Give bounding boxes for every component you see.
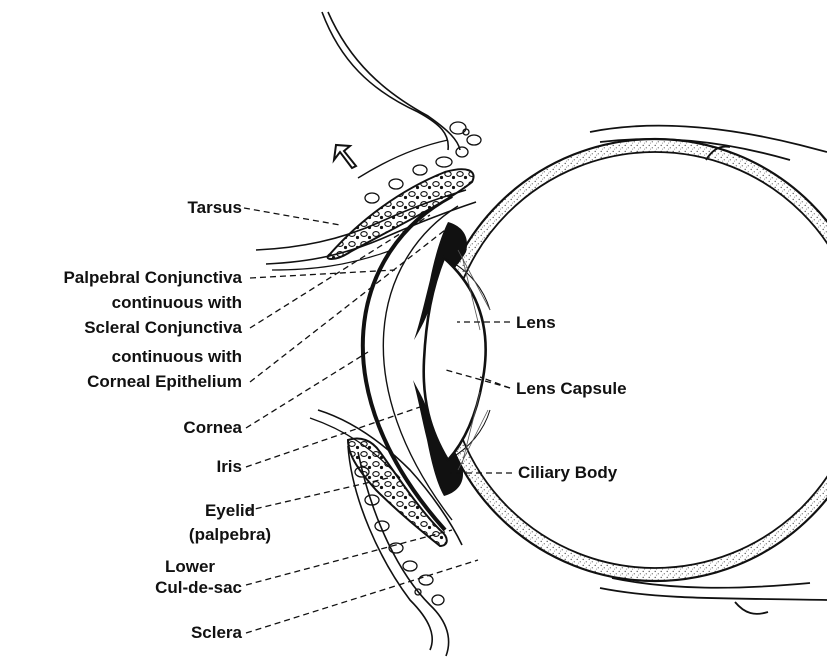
label-cornea: Cornea [183,417,242,439]
leader-tarsus [244,208,340,225]
label-continuous-with-1: continuous with [112,292,242,314]
label-lens: Lens [516,312,556,334]
leader-cornea [246,352,368,428]
label-iris: Iris [216,456,242,478]
sclera-ring [434,139,827,581]
label-eyelid: Eyelid [180,500,280,522]
label-continuous-with-2: continuous with [112,346,242,368]
label-scleral-conjunctiva: Scleral Conjunctiva [84,317,242,339]
label-sclera: Sclera [191,622,242,644]
leader-palpebral [250,270,395,278]
label-ciliary-body: Ciliary Body [518,462,617,484]
label-tarsus: Tarsus [188,197,243,219]
label-corneal-epithelium: Corneal Epithelium [87,371,242,393]
label-lens-capsule: Lens Capsule [516,378,627,400]
label-cul-de-sac: Cul-de-sac [155,577,242,599]
label-palpebral-conjunctiva: Palpebral Conjunctiva [63,267,242,289]
arrow-icon [334,145,356,168]
label-palpebra: (palpebra) [180,524,280,546]
label-lower: Lower [140,556,240,578]
